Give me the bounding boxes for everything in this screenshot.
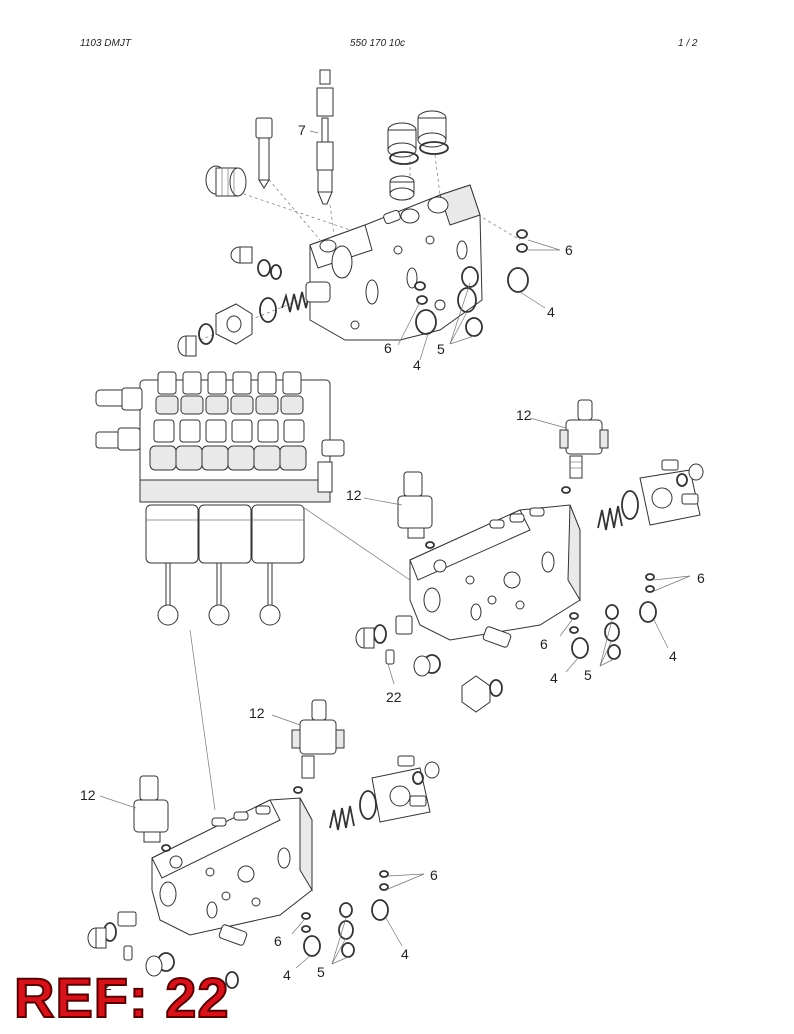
middle-section-assembly: 12 12 6 4 6 4 5 22: [346, 399, 705, 713]
callout-12: 12: [516, 407, 532, 423]
callout-2: 2: [104, 977, 112, 993]
callout-5: 5: [584, 667, 592, 683]
callout-6: 6: [430, 867, 438, 883]
callout-5: 5: [317, 964, 325, 980]
callout-5: 5: [437, 341, 445, 357]
callout-6: 6: [565, 242, 573, 258]
callout-12: 12: [80, 787, 96, 803]
callout-4: 4: [547, 304, 555, 320]
callout-6: 6: [540, 636, 548, 652]
callout-7: 7: [298, 122, 306, 138]
callout-4: 4: [550, 670, 558, 686]
callout-22: 22: [386, 689, 402, 705]
bottom-section-assembly: 12 12 6 4 6 4 5 2: [80, 699, 440, 993]
valve-bank-overview: [95, 371, 411, 811]
header-left-code: 1103 DMJT: [80, 38, 131, 49]
callout-12: 12: [346, 487, 362, 503]
top-valve-assembly: 7 6 4 6 4 5: [177, 69, 573, 373]
callout-6: 6: [274, 933, 282, 949]
header-part-number: 550 170 10c: [350, 38, 406, 49]
header-page-number: 1 / 2: [678, 38, 698, 49]
callout-12: 12: [249, 705, 265, 721]
callout-4: 4: [401, 946, 409, 962]
callout-4: 4: [413, 357, 421, 373]
callout-6: 6: [384, 340, 392, 356]
reference-number-stamp: REF: 22: [13, 966, 230, 1029]
callout-4: 4: [669, 648, 677, 664]
callout-6: 6: [697, 570, 705, 586]
callout-4: 4: [283, 967, 291, 983]
